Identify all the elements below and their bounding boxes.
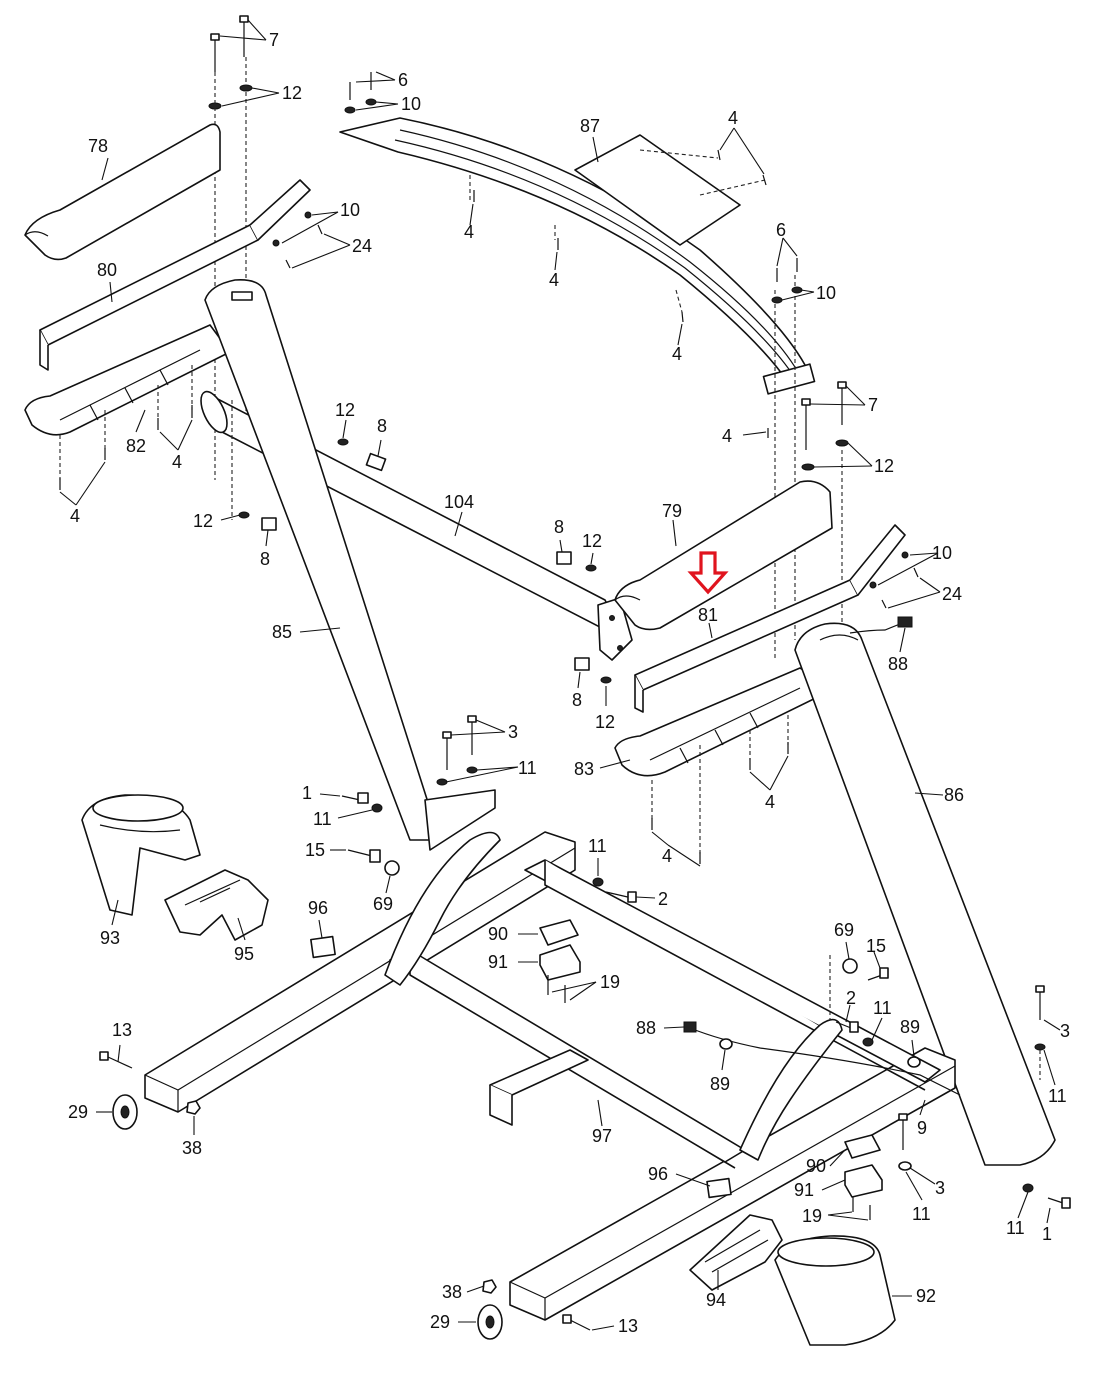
callout-88: 88	[888, 654, 908, 674]
callout-3: 3	[508, 722, 518, 742]
callout-4: 4	[662, 846, 672, 866]
callout-4: 4	[728, 108, 738, 128]
callout-81: 81	[698, 605, 718, 625]
callout-6: 6	[776, 220, 786, 240]
callout-15: 15	[305, 840, 325, 860]
callout-2: 2	[658, 889, 668, 909]
callout-85: 85	[272, 622, 292, 642]
callout-79: 79	[662, 501, 682, 521]
callout-80: 80	[97, 260, 117, 280]
callout-87: 87	[580, 116, 600, 136]
callout-4: 4	[722, 426, 732, 446]
callout-12: 12	[282, 83, 302, 103]
callout-6: 6	[398, 70, 408, 90]
callout-29: 29	[68, 1102, 88, 1122]
callout-11: 11	[1048, 1086, 1067, 1106]
callout-11: 11	[518, 758, 537, 778]
console-frame-87	[339, 72, 816, 660]
callout-24: 24	[942, 584, 962, 604]
callout-24: 24	[352, 236, 372, 256]
callout-83: 83	[574, 759, 594, 779]
callout-90: 90	[488, 924, 508, 944]
callout-11: 11	[912, 1204, 931, 1224]
callout-3: 3	[1060, 1021, 1070, 1041]
callout-38: 38	[442, 1282, 462, 1302]
callout-11: 11	[588, 836, 607, 856]
base-covers	[81, 794, 896, 1346]
callout-104: 104	[444, 492, 474, 512]
callout-1: 1	[302, 783, 312, 803]
callout-15: 15	[866, 936, 886, 956]
callout-10: 10	[932, 543, 952, 563]
callout-94: 94	[706, 1290, 726, 1310]
left-upper-assembly	[24, 15, 323, 490]
down-arrow-icon	[687, 551, 729, 595]
callout-69: 69	[373, 894, 393, 914]
callout-12: 12	[335, 400, 355, 420]
callout-8: 8	[377, 416, 387, 436]
callout-93: 93	[100, 928, 120, 948]
callout-1: 1	[1042, 1224, 1052, 1244]
callout-4: 4	[765, 792, 775, 812]
callout-2: 2	[846, 988, 856, 1008]
callout-89: 89	[900, 1017, 920, 1037]
callout-labels: 7 12 78 80 10 24 82 4 4 6 10 87 4 4 4 4 …	[68, 30, 1070, 1336]
callout-90: 90	[806, 1156, 826, 1176]
callout-29: 29	[430, 1312, 450, 1332]
callout-4: 4	[549, 270, 559, 290]
callout-8: 8	[260, 549, 270, 569]
callout-91: 91	[488, 952, 508, 972]
callout-82: 82	[126, 436, 146, 456]
callout-96: 96	[308, 898, 328, 918]
callout-8: 8	[572, 690, 582, 710]
callout-9: 9	[917, 1118, 927, 1138]
callout-7: 7	[868, 395, 878, 415]
callout-96: 96	[648, 1164, 668, 1184]
callout-4: 4	[70, 506, 80, 526]
callout-12: 12	[874, 456, 894, 476]
callout-38: 38	[182, 1138, 202, 1158]
callout-13: 13	[112, 1020, 132, 1040]
right-upper-assembly	[614, 381, 919, 864]
callout-13: 13	[618, 1316, 638, 1336]
callout-10: 10	[816, 283, 836, 303]
upright-86	[794, 616, 1056, 1166]
callout-12: 12	[595, 712, 615, 732]
callout-12: 12	[582, 531, 602, 551]
leader-lines	[59, 19, 1061, 1331]
callout-11: 11	[873, 998, 892, 1018]
callout-10: 10	[340, 200, 360, 220]
callout-92: 92	[916, 1286, 936, 1306]
callout-12: 12	[193, 511, 213, 531]
callout-11: 11	[1006, 1218, 1025, 1238]
base-frame	[99, 715, 1071, 1340]
callout-78: 78	[88, 136, 108, 156]
callout-69: 69	[834, 920, 854, 940]
callout-11: 11	[313, 809, 332, 829]
callout-4: 4	[172, 452, 182, 472]
callout-3: 3	[935, 1178, 945, 1198]
callout-4: 4	[464, 222, 474, 242]
callout-86: 86	[944, 785, 964, 805]
callout-88: 88	[636, 1018, 656, 1038]
callout-89: 89	[710, 1074, 730, 1094]
callout-7: 7	[269, 30, 279, 50]
upright-85	[204, 278, 441, 841]
callout-91: 91	[794, 1180, 814, 1200]
callout-8: 8	[554, 517, 564, 537]
callout-4: 4	[672, 344, 682, 364]
callout-19: 19	[600, 972, 620, 992]
callout-19: 19	[802, 1206, 822, 1226]
callout-95: 95	[234, 944, 254, 964]
callout-97: 97	[592, 1126, 612, 1146]
callout-10: 10	[401, 94, 421, 114]
